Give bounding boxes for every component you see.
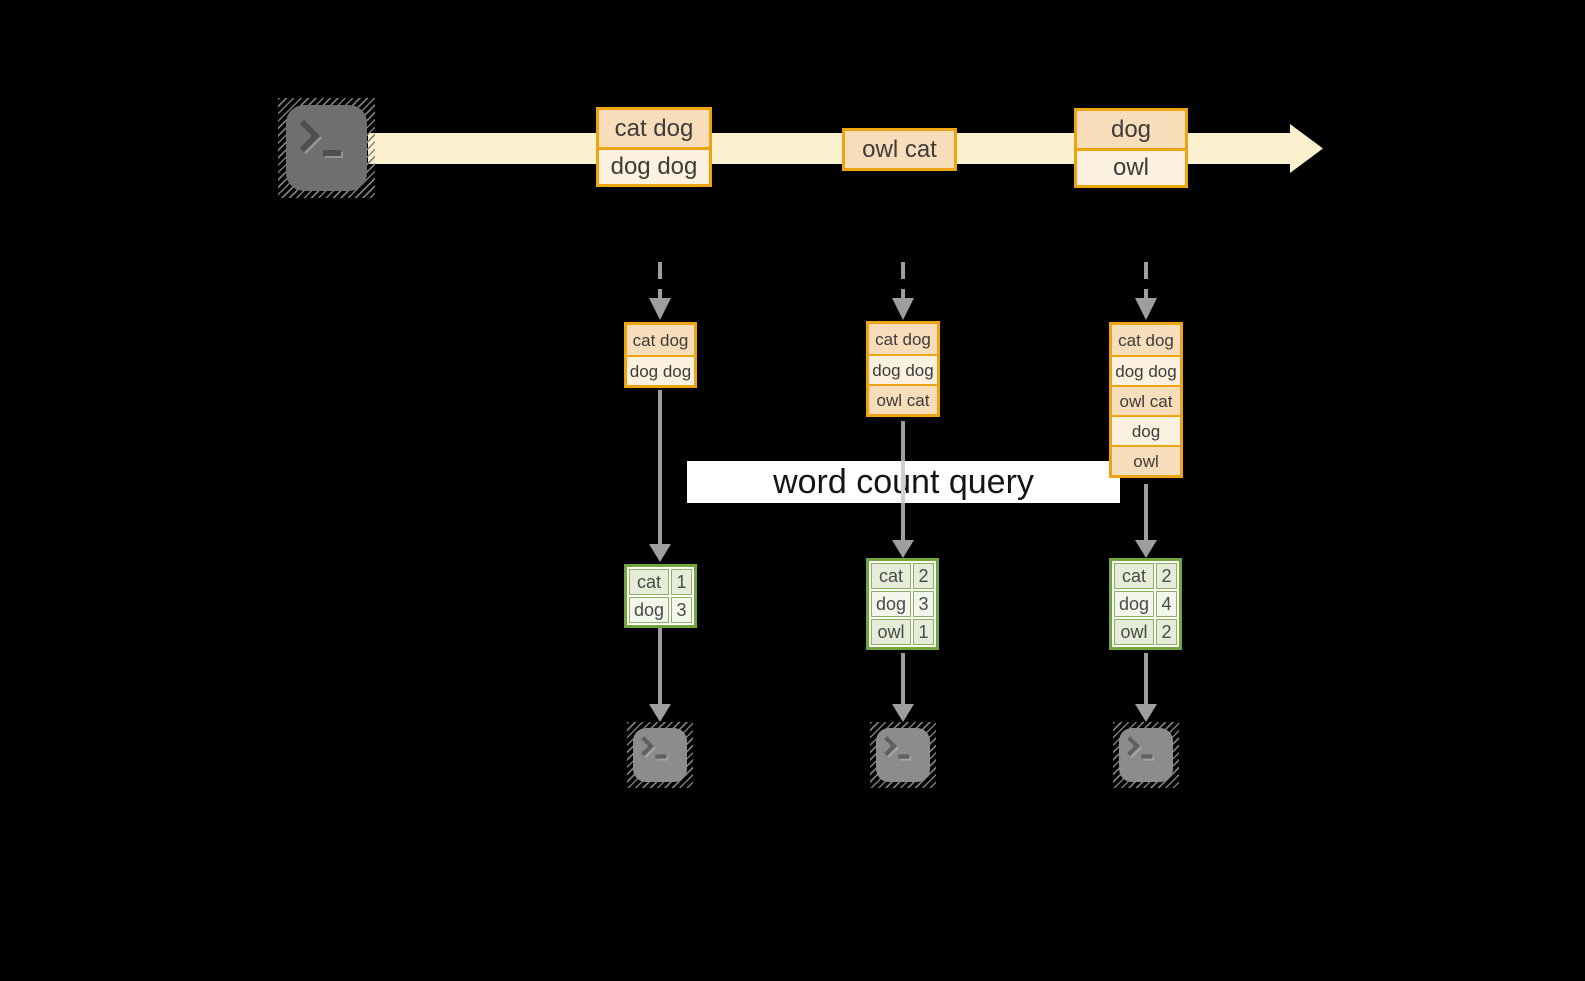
stream-event-box-2: owl cat xyxy=(842,128,957,171)
count-cell: 1 xyxy=(671,569,692,595)
count-cell: 2 xyxy=(913,563,934,589)
source-terminal-icon xyxy=(278,98,375,198)
buffer-row: cat dog xyxy=(1112,325,1180,355)
sink-terminal-icon-2 xyxy=(870,722,936,788)
word-cell: cat xyxy=(871,563,911,589)
buffer-row: owl cat xyxy=(1112,385,1180,415)
word-cell: dog xyxy=(1114,591,1154,617)
buffer-box-3: cat dog dog dog owl cat dog owl xyxy=(1109,322,1183,478)
stream-event-box-1: cat dog dog dog xyxy=(596,107,712,187)
buffer-row: owl cat xyxy=(869,384,937,414)
stream-event-row: dog xyxy=(1077,111,1185,148)
result-arrowhead-1-icon xyxy=(649,704,671,722)
ingest-arrowhead-3-icon xyxy=(1135,298,1157,320)
sink-terminal-icon-3 xyxy=(1113,722,1179,788)
word-cell: owl xyxy=(1114,619,1154,645)
buffer-row: dog xyxy=(1112,415,1180,445)
query-arrowhead-1-icon xyxy=(649,544,671,562)
buffer-row: owl xyxy=(1112,445,1180,475)
buffer-box-1: cat dog dog dog xyxy=(624,322,697,388)
count-cell: 1 xyxy=(913,619,934,645)
word-cell: cat xyxy=(629,569,669,595)
count-cell: 4 xyxy=(1156,591,1177,617)
terminal-prompt-icon xyxy=(641,736,667,759)
count-table-1: cat 1 dog 3 xyxy=(624,564,697,628)
query-arrowhead-3-icon xyxy=(1135,540,1157,558)
result-arrowhead-3-icon xyxy=(1135,704,1157,722)
stream-event-row: cat dog xyxy=(599,110,709,147)
ingest-arrowhead-2-icon xyxy=(892,298,914,320)
count-table-3: cat 2 dog 4 owl 2 xyxy=(1109,558,1182,650)
count-cell: 2 xyxy=(1156,563,1177,589)
word-cell: dog xyxy=(871,591,911,617)
stream-event-row: owl cat xyxy=(845,131,954,168)
buffer-box-2: cat dog dog dog owl cat xyxy=(866,321,940,417)
query-arrowhead-2-icon xyxy=(892,540,914,558)
count-cell: 3 xyxy=(913,591,934,617)
buffer-row: dog dog xyxy=(869,354,937,384)
word-cell: owl xyxy=(871,619,911,645)
stream-event-row: dog dog xyxy=(599,147,709,184)
terminal-prompt-icon xyxy=(884,736,910,759)
stream-arrowhead-icon xyxy=(1290,124,1323,173)
buffer-row: cat dog xyxy=(869,324,937,354)
count-cell: 3 xyxy=(671,597,692,623)
stream-event-box-3: dog owl xyxy=(1074,108,1188,188)
buffer-row: dog dog xyxy=(627,355,694,385)
arrow-through-label xyxy=(901,461,905,503)
terminal-body xyxy=(286,105,367,191)
buffer-row: cat dog xyxy=(627,325,694,355)
word-cell: cat xyxy=(1114,563,1154,589)
stream-event-row: owl xyxy=(1077,148,1185,185)
result-arrowhead-2-icon xyxy=(892,704,914,722)
sink-terminal-icon-1 xyxy=(627,722,693,788)
word-count-query-label: word count query xyxy=(687,461,1120,503)
buffer-row: dog dog xyxy=(1112,355,1180,385)
terminal-prompt-icon xyxy=(1127,736,1153,759)
word-cell: dog xyxy=(629,597,669,623)
terminal-prompt-icon xyxy=(299,119,341,156)
count-cell: 2 xyxy=(1156,619,1177,645)
count-table-2: cat 2 dog 3 owl 1 xyxy=(866,558,939,650)
ingest-arrowhead-1-icon xyxy=(649,298,671,320)
